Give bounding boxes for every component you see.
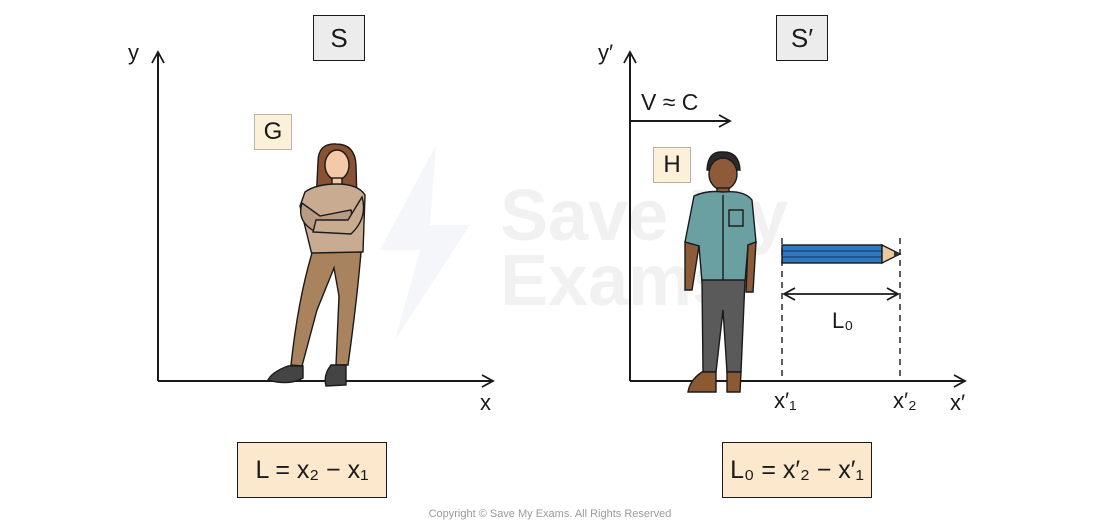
observer-h-figure	[684, 151, 757, 393]
observer-g-figure	[266, 143, 366, 387]
left-y-axis-label: y	[128, 40, 139, 65]
left-x-axis-label: x	[480, 390, 491, 415]
tick-x2-label: x′₂	[893, 388, 917, 413]
frame-s-prime-label: S′	[776, 15, 828, 61]
formula-proper-length: L₀ = x′₂ − x′₁	[722, 442, 872, 498]
velocity-label: V ≈ C	[641, 89, 699, 115]
tick-x1-label: x′₁	[774, 388, 797, 413]
formula-length-s: L = x₂ − x₁	[237, 442, 387, 498]
pencil	[781, 243, 902, 265]
observer-h-label: H	[653, 147, 691, 183]
right-y-axis-label: y′	[598, 40, 614, 65]
length-markers	[781, 238, 901, 381]
copyright-notice: Copyright © Save My Exams. All Rights Re…	[428, 508, 672, 520]
right-x-axis-label: x′	[950, 390, 966, 415]
observer-g-label: G	[254, 114, 292, 150]
right-axes	[623, 50, 967, 388]
frame-s-label: S	[313, 15, 365, 61]
proper-length-label: L₀	[832, 308, 854, 333]
